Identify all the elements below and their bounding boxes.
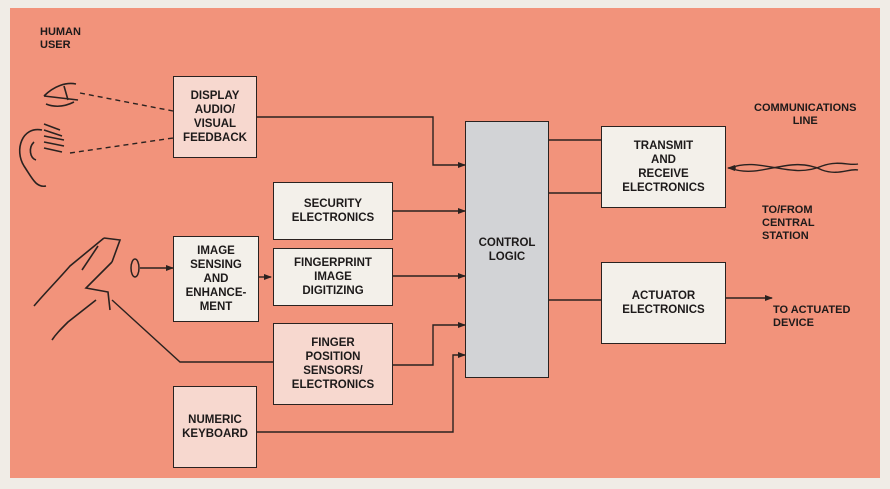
block-finger-position-sensors: FINGER POSITION SENSORS/ ELECTRONICS <box>273 323 393 405</box>
block-numeric-keyboard: NUMERIC KEYBOARD <box>173 386 257 468</box>
label-to-from-central-station: TO/FROM CENTRAL STATION <box>762 204 815 242</box>
block-fingerprint-digitizing: FINGERPRINT IMAGE DIGITIZING <box>273 248 393 306</box>
block-image-sensing: IMAGE SENSING AND ENHANCE- MENT <box>173 236 259 322</box>
label-communications-line: COMMUNICATIONS LINE <box>754 102 857 127</box>
diagram-panel <box>10 8 880 478</box>
block-display-feedback: DISPLAY AUDIO/ VISUAL FEEDBACK <box>173 76 257 158</box>
block-security-electronics: SECURITY ELECTRONICS <box>273 182 393 240</box>
label-human-user: HUMAN USER <box>40 26 81 51</box>
label-to-actuated-device: TO ACTUATED DEVICE <box>773 304 851 329</box>
block-control-logic: CONTROL LOGIC <box>465 121 549 378</box>
block-transmit-receive: TRANSMIT AND RECEIVE ELECTRONICS <box>601 126 726 208</box>
block-actuator-electronics: ACTUATOR ELECTRONICS <box>601 262 726 344</box>
